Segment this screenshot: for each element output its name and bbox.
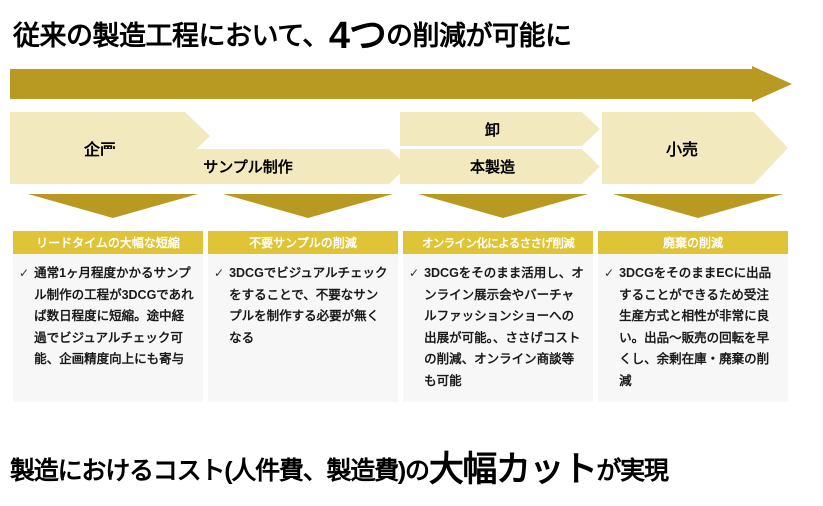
check-icon: ✓ xyxy=(214,266,225,280)
page-footer-title: 製造におけるコスト(人件費、製造費)の大幅カットが実現 xyxy=(10,450,669,489)
title-top-emphasis: 4つ xyxy=(328,15,387,57)
benefit-card-4[interactable]: 廃棄の削減 ✓ 3DCGをそのままECに出品することができるため受注生産方式と相… xyxy=(598,231,788,402)
benefit-card-3-header: オンライン化によるささげ削減 xyxy=(403,231,593,254)
benefit-card-2[interactable]: 不要サンプルの削減 ✓ 3DCGでビジュアルチェックをすることで、不要なサンプル… xyxy=(208,231,398,402)
title-top-tail: の削減が可能に xyxy=(385,21,572,51)
sidebar-item-mass-production[interactable]: 本製造 xyxy=(400,149,585,184)
benefit-card-1-header: リードタイムの大幅な短縮 xyxy=(13,231,203,254)
benefit-card-3-text: 3DCGをそのまま活用し、オンライン展示会やバーチャルファッションショーへの出展… xyxy=(424,266,584,388)
chevron-shape-sample-production xyxy=(103,149,408,184)
chevron-shape-wholesale xyxy=(400,112,600,146)
chevron-shape-mass-production xyxy=(400,149,600,184)
benefit-card-1[interactable]: リードタイムの大幅な短縮 ✓ 通常1ヶ月程度かかるサンプル制作の工程が3DCGで… xyxy=(13,231,203,402)
benefit-card-4-header: 廃棄の削減 xyxy=(598,231,788,254)
chevron-label-mass-production: 本製造 xyxy=(469,159,515,176)
title-bottom-tail: が実現 xyxy=(596,457,669,485)
process-chevron-band: 企画 サンプル制作 卸 本製造 小売 xyxy=(0,112,823,186)
benefit-card-3[interactable]: オンライン化によるささげ削減 ✓ 3DCGをそのまま活用し、オンライン展示会やバ… xyxy=(403,231,593,402)
title-top-lead: 従来の製造工程において、 xyxy=(13,21,329,51)
benefit-card-3-body: ✓ 3DCGをそのまま活用し、オンライン展示会やバーチャルファッションショーへの… xyxy=(403,254,593,402)
check-icon: ✓ xyxy=(19,266,30,280)
sidebar-item-retail[interactable]: 小売 xyxy=(602,112,762,184)
page-title: 従来の製造工程において、4つの削減が可能に xyxy=(13,15,572,57)
check-icon: ✓ xyxy=(409,266,420,280)
benefit-card-2-header: 不要サンプルの削減 xyxy=(208,231,398,254)
title-bottom-lead: 製造におけるコスト(人件費、製造費)の xyxy=(10,457,430,485)
benefit-card-4-text: 3DCGをそのままECに出品することができるため受注生産方式と相性が非常に良い。… xyxy=(619,266,772,388)
chevron-label-sample-production: サンプル制作 xyxy=(203,159,293,176)
connector-triangles xyxy=(28,194,783,218)
connector-triangle-2 xyxy=(223,194,393,218)
benefit-card-1-body: ✓ 通常1ヶ月程度かかるサンプル制作の工程が3DCGであれば数日程度に短縮。途中… xyxy=(13,254,203,402)
connector-triangle-3 xyxy=(418,194,588,218)
chevron-shape-retail xyxy=(602,112,788,184)
connector-triangle-1 xyxy=(28,194,198,218)
process-flow-arrow-icon xyxy=(10,66,792,102)
check-icon: ✓ xyxy=(604,266,615,280)
benefit-card-4-body: ✓ 3DCGをそのままECに出品することができるため受注生産方式と相性が非常に良… xyxy=(598,254,788,402)
chevron-label-retail: 小売 xyxy=(665,142,698,159)
connector-triangle-4 xyxy=(613,194,783,218)
sidebar-item-sample-production[interactable]: サンプル制作 xyxy=(103,149,393,184)
benefit-card-2-body: ✓ 3DCGでビジュアルチェックをすることで、不要なサンプルを制作する必要が無く… xyxy=(208,254,398,402)
sidebar-item-wholesale[interactable]: 卸 xyxy=(400,112,585,146)
chevron-label-wholesale: 卸 xyxy=(484,121,500,139)
benefit-card-2-text: 3DCGでビジュアルチェックをすることで、不要なサンプルを制作する必要が無くなる xyxy=(229,266,388,345)
benefit-card-1-text: 通常1ヶ月程度かかるサンプル制作の工程が3DCGであれば数日程度に短縮。途中経過… xyxy=(34,266,194,366)
title-bottom-emphasis: 大幅カット xyxy=(428,450,598,489)
